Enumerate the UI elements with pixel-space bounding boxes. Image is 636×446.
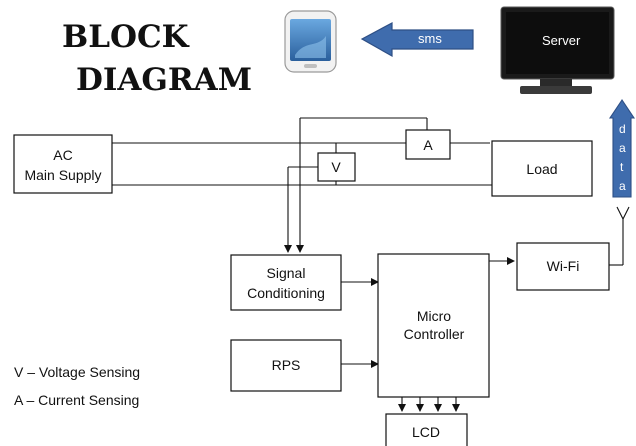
rps-label: RPS xyxy=(272,357,301,373)
antenna-icon xyxy=(616,206,630,265)
title-line-2: DIAGRAM xyxy=(76,62,252,98)
signal-label-line-2: Conditioning xyxy=(247,285,325,301)
current-sensor-block: A xyxy=(405,129,451,160)
lcd-label: LCD xyxy=(412,424,440,440)
micro-controller-block: Micro Controller xyxy=(377,253,490,398)
sms-label: sms xyxy=(418,31,442,46)
ac-label-line-1: AC xyxy=(53,147,72,163)
signal-label-line-1: Signal xyxy=(267,265,306,281)
voltage-sensor-label: V xyxy=(331,159,341,175)
server-label: Server xyxy=(542,33,581,48)
lcd-block: LCD xyxy=(385,413,468,446)
legend-voltage: V – Voltage Sensing xyxy=(14,364,140,380)
wifi-label: Wi-Fi xyxy=(547,258,580,274)
micro-label-line-2: Controller xyxy=(404,326,465,342)
ac-main-supply-block: AC Main Supply xyxy=(13,134,113,194)
data-letter-3: t xyxy=(620,160,624,174)
phone-icon xyxy=(284,10,337,73)
voltage-sensor-block: V xyxy=(317,152,356,182)
title-line-1: BLOCK xyxy=(62,19,190,55)
rps-block: RPS xyxy=(230,339,342,392)
server-monitor-icon: Server xyxy=(500,6,615,94)
ac-label-line-2: Main Supply xyxy=(24,167,101,183)
legend-current: A – Current Sensing xyxy=(14,392,139,408)
data-arrow: d a t a xyxy=(608,99,636,198)
wires xyxy=(112,117,623,412)
current-sensor-label: A xyxy=(423,137,433,153)
sms-arrow: sms xyxy=(360,22,474,58)
data-letter-2: a xyxy=(619,141,626,155)
signal-conditioning-block: Signal Conditioning xyxy=(230,254,342,311)
load-label: Load xyxy=(526,161,557,177)
load-block: Load xyxy=(491,140,593,197)
micro-label-line-1: Micro xyxy=(417,308,451,324)
data-letter-1: d xyxy=(619,122,626,136)
wifi-block: Wi-Fi xyxy=(516,242,610,291)
data-letter-4: a xyxy=(619,179,626,193)
